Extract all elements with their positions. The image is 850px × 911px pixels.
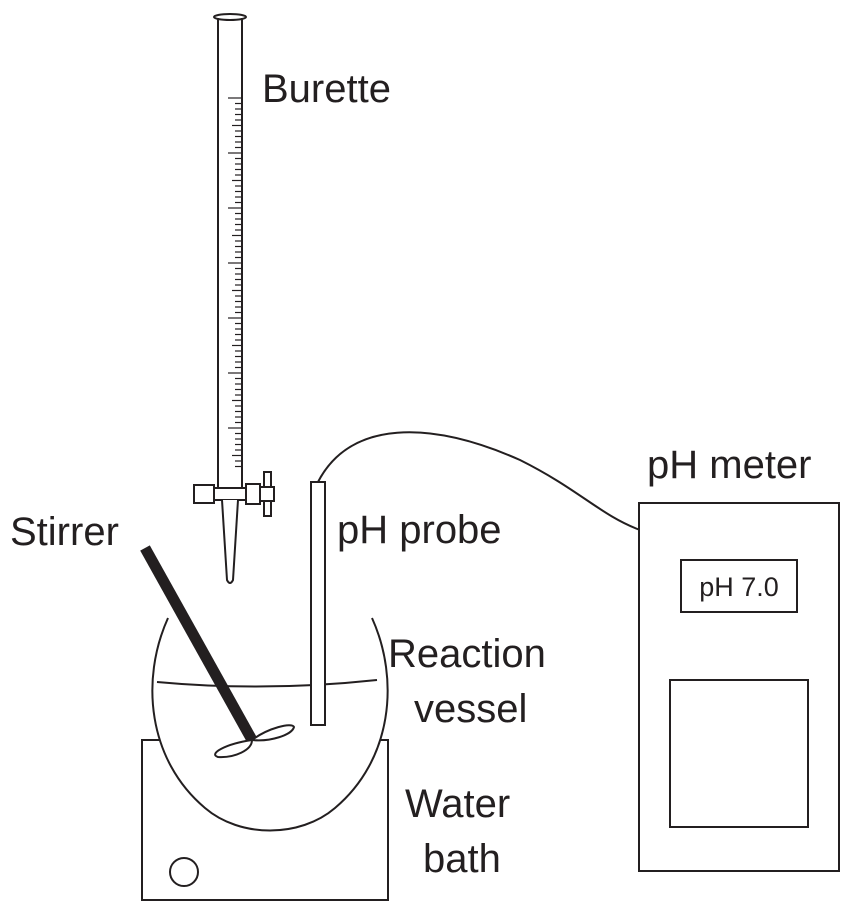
burette-tip [221, 499, 239, 584]
label-water-bath-line1: Water [405, 782, 510, 826]
meter-display-text: pH 7.0 [699, 572, 779, 602]
probe-cable [317, 431, 641, 531]
label-ph-probe: pH probe [337, 508, 502, 552]
stopcock-handle [193, 484, 215, 504]
reaction-vessel [151, 617, 389, 832]
stirrer-blade-left [214, 738, 254, 759]
water-bath-knob [169, 857, 199, 887]
label-water-bath-line2: bath [423, 837, 501, 881]
stopcock-key-bottom [263, 500, 272, 517]
liquid-surface [156, 679, 378, 688]
burette-graduations [228, 97, 242, 468]
label-reaction-vessel-line1: Reaction [388, 632, 546, 676]
stopcock-plug [245, 483, 261, 505]
burette [193, 13, 275, 584]
stopcock-key-top [263, 471, 272, 488]
label-ph-meter: pH meter [647, 443, 812, 487]
probe-body [310, 481, 326, 726]
stirrer-rod [140, 545, 257, 743]
stopcock-key [259, 486, 275, 502]
label-burette: Burette [262, 67, 391, 111]
burette-top-rim [213, 13, 247, 21]
stopcock-barrel [213, 487, 247, 501]
stirrer [140, 545, 296, 759]
stirrer-blade-right [249, 724, 296, 742]
ph-probe [310, 431, 641, 726]
label-stirrer: Stirrer [10, 510, 119, 554]
ph-meter: pH 7.0 [638, 502, 840, 872]
label-reaction-vessel-line2: vessel [414, 687, 527, 731]
vessel-outline [151, 617, 389, 832]
meter-keypad [669, 679, 809, 828]
meter-display [680, 559, 798, 613]
